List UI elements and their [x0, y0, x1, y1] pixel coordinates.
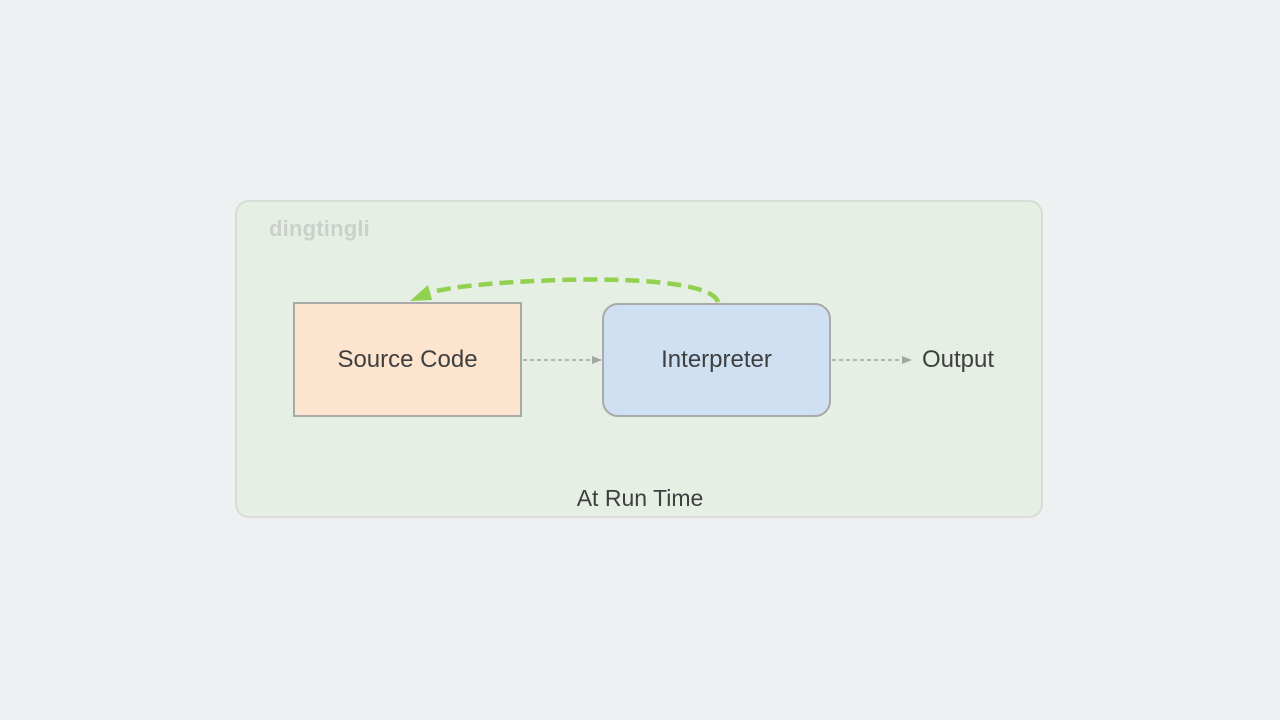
- interpreter-box: Interpreter: [602, 303, 831, 417]
- output-label: Output: [922, 346, 995, 373]
- feedback-arrow-head: [410, 285, 432, 301]
- source-code-label: Source Code: [337, 345, 478, 373]
- feedback-arrow-curve: [424, 277, 721, 304]
- source-code-box: Source Code: [293, 302, 522, 417]
- interpreter-label: Interpreter: [661, 346, 772, 373]
- watermark: dingtingli: [269, 216, 370, 241]
- panel-caption: At Run Time: [576, 485, 704, 511]
